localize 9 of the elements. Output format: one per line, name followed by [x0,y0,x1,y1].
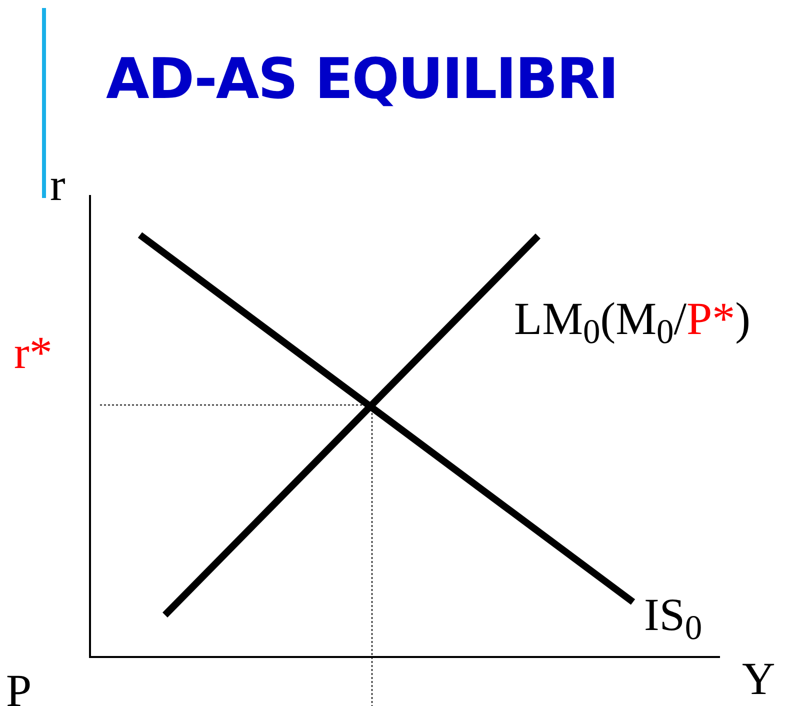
curve-label: ) [735,296,750,342]
curve-label: IS$_{0}$ [644,592,702,638]
axis-label: r [50,162,66,208]
axis-value-label: r* [14,330,52,376]
curve-label: LM$_{0}$(M$_{0}$/ [514,296,687,342]
curve-label: P* [686,296,736,342]
axis-label: Y [742,656,776,702]
axis-label: P [6,668,32,706]
title: AD-AS EQUILIBRI [106,52,618,108]
